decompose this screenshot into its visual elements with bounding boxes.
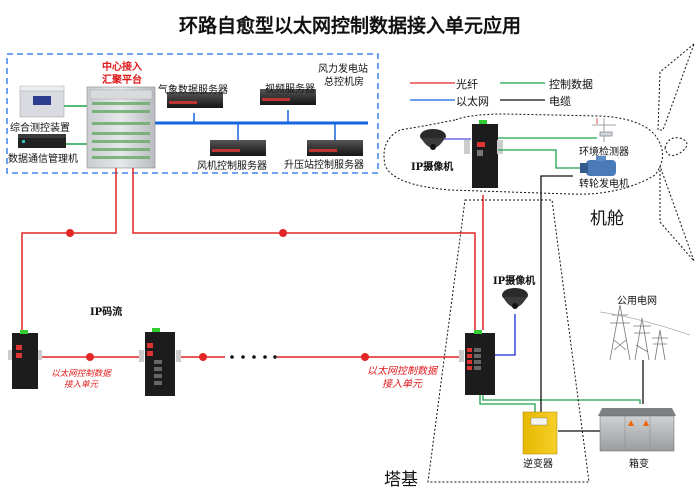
fiber-connector-icons — [66, 229, 369, 361]
tower-switch-image — [459, 330, 495, 395]
legend-fiber-label: 光纤 — [456, 78, 478, 91]
booster-server-image — [307, 140, 363, 156]
tower-outline — [427, 199, 590, 483]
tower-camera-image — [502, 288, 528, 309]
env-detector-label: 环境检测器 — [579, 147, 629, 158]
env-detector-image — [592, 118, 616, 142]
inverter-image — [522, 411, 558, 455]
ring-switch-1-image — [8, 330, 42, 389]
ring-unit-label-line1: 以太网控制数据 — [51, 369, 111, 379]
ellipsis-dots — [230, 355, 277, 359]
video-server-image — [260, 89, 316, 105]
power-grid-towers-image — [599, 304, 691, 361]
legend-ethernet-label: 以太网 — [456, 95, 489, 108]
tower-unit-label-line2: 接入单元 — [382, 379, 422, 390]
platform-label-1: 中心接入 — [102, 62, 142, 73]
fan-server-image — [210, 140, 266, 156]
platform-label-2: 汇聚平台 — [102, 75, 142, 86]
nacelle-camera-label: IP摄像机 — [411, 162, 454, 173]
ring-unit-label: 以太网控制数据 接入单元 — [46, 369, 116, 391]
measure-device-label: 综合测控装置 — [10, 123, 70, 134]
legend-cable-label: 电缆 — [549, 95, 571, 108]
nacelle-camera-image — [420, 129, 446, 150]
weather-server-image — [167, 92, 223, 108]
blade-outlines — [657, 42, 696, 262]
weather-server-label: 气象数据服务器 — [158, 85, 228, 96]
control-room-border — [6, 53, 379, 174]
inverter-label: 逆变器 — [523, 459, 553, 470]
measure-device-image — [19, 85, 65, 118]
tower-unit-label: 以太网控制数据 接入单元 — [362, 365, 442, 391]
booster-server-label: 升压站控制服务器 — [284, 160, 364, 171]
fan-server-label: 风机控制服务器 — [197, 161, 267, 172]
generator-image — [580, 156, 616, 176]
ring-switch-2-image — [139, 328, 181, 396]
comm-manager-image — [18, 134, 66, 148]
ring-unit-label-line2: 接入单元 — [63, 380, 98, 390]
ip-stream-label: IP码流 — [90, 307, 123, 318]
public-grid-label: 公用电网 — [617, 296, 657, 307]
aggregation-platform-image — [86, 86, 156, 169]
generator-label: 转轮发电机 — [579, 179, 629, 190]
tower-camera-label: IP摄像机 — [493, 276, 536, 287]
nacelle-outline — [383, 113, 663, 195]
nacelle-switch-image — [464, 120, 503, 188]
comm-manager-label: 数据通信管理机 — [8, 154, 78, 165]
box-transformer-label: 箱变 — [629, 459, 649, 470]
legend-lines — [410, 82, 545, 101]
control-room-label-2: 总控机房 — [324, 77, 364, 88]
tower-unit-label-line1: 以太网控制数据 — [367, 366, 437, 377]
fiber-ring — [21, 168, 484, 358]
control-room-label-1: 风力发电站 — [318, 64, 368, 75]
video-server-label: 视频服务器 — [265, 84, 315, 95]
nacelle-label: 机舱 — [590, 209, 624, 229]
tower-base-label: 塔基 — [384, 470, 418, 490]
diagram-title: 环路自愈型以太网控制数据接入单元应用 — [178, 15, 521, 37]
box-transformer-image — [598, 408, 676, 452]
legend-control-label: 控制数据 — [549, 78, 593, 91]
